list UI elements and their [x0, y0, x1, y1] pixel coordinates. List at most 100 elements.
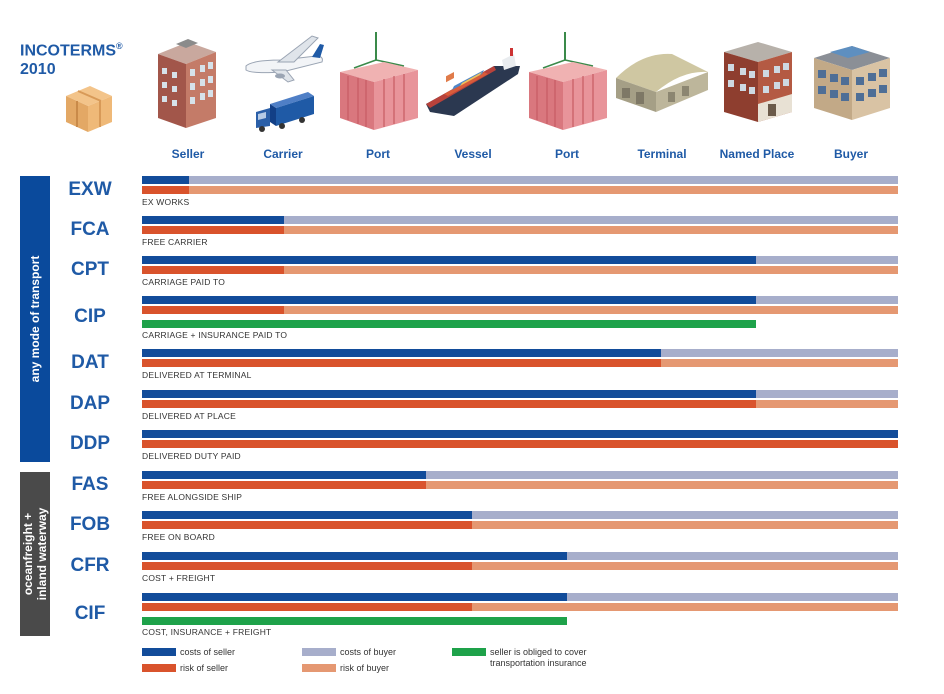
title-line1: INCOTERMS	[20, 42, 116, 60]
term-code-cif: CIF	[74, 603, 106, 624]
insurance-bar-cip	[142, 320, 756, 328]
term-code-exw: EXW	[68, 179, 112, 200]
cost-buyer-bar-dap	[756, 390, 898, 398]
risk-buyer-bar-fas	[426, 481, 898, 489]
cost-seller-bar-cif	[142, 593, 567, 601]
cost-seller-bar-cpt	[142, 256, 756, 264]
term-code-cfr: CFR	[70, 555, 110, 576]
term-code-cpt: CPT	[71, 259, 109, 280]
legend-swatch-cost-buyer	[302, 648, 336, 656]
registered-mark: ®	[116, 41, 123, 51]
legend-text-cost-buyer: costs of buyer	[340, 647, 397, 657]
cost-buyer-bar-fca	[284, 216, 898, 224]
risk-buyer-bar-exw	[189, 186, 898, 194]
truck-icon	[256, 92, 314, 132]
seller-building-icon	[158, 39, 216, 128]
risk-seller-bar-dap	[142, 400, 756, 408]
term-name-ddp: DELIVERED DUTY PAID	[142, 451, 241, 461]
risk-seller-bar-cfr	[142, 562, 472, 570]
legend-text-risk-seller: risk of seller	[180, 663, 229, 673]
risk-seller-bar-exw	[142, 186, 189, 194]
risk-seller-bar-dat	[142, 359, 661, 367]
term-code-dat: DAT	[71, 352, 109, 373]
risk-buyer-bar-cpt	[284, 266, 898, 274]
title-line2: 2010	[20, 61, 56, 79]
term-name-dap: DELIVERED AT PLACE	[142, 411, 236, 421]
location-label-carrier: Carrier	[263, 147, 303, 161]
cost-seller-bar-dat	[142, 349, 661, 357]
risk-seller-bar-fas	[142, 481, 426, 489]
page-title: INCOTERMS® 2010	[20, 37, 123, 79]
location-label-vessel: Vessel	[454, 147, 492, 161]
named-place-building-icon	[724, 42, 792, 122]
term-code-cip: CIP	[74, 306, 106, 327]
cost-buyer-bar-fas	[426, 471, 898, 479]
legend-text-risk-buyer: risk of buyer	[340, 663, 390, 673]
term-name-exw: EX WORKS	[142, 197, 190, 207]
port-container-icon-2	[529, 32, 607, 130]
location-label-buyer: Buyer	[833, 147, 868, 161]
term-name-fob: FREE ON BOARD	[142, 532, 215, 542]
vessel-ship-icon	[426, 48, 520, 116]
cost-seller-bar-cfr	[142, 552, 567, 560]
group-band-oceanfreight: oceanfreight +inland waterway	[20, 472, 50, 636]
risk-buyer-bar-cif	[472, 603, 898, 611]
airplane-icon	[245, 35, 324, 83]
cost-buyer-bar-cfr	[567, 552, 898, 560]
location-label-port: Port	[366, 147, 390, 161]
term-name-fca: FREE CARRIER	[142, 237, 208, 247]
legend-swatch-insurance	[452, 648, 486, 656]
cost-buyer-bar-cip	[756, 296, 898, 304]
insurance-bar-cif	[142, 617, 567, 625]
term-name-dat: DELIVERED AT TERMINAL	[142, 370, 252, 380]
legend-swatch-cost-seller	[142, 648, 176, 656]
risk-seller-bar-fca	[142, 226, 284, 234]
term-name-cif: COST, INSURANCE + FREIGHT	[142, 627, 272, 637]
risk-seller-bar-fob	[142, 521, 472, 529]
cost-seller-bar-fas	[142, 471, 426, 479]
term-code-fob: FOB	[69, 514, 111, 535]
term-code-fca: FCA	[70, 219, 110, 240]
cost-buyer-bar-dat	[661, 349, 898, 357]
cost-buyer-bar-fob	[472, 511, 898, 519]
location-label-terminal: Terminal	[637, 147, 687, 161]
group-label-any-mode: any mode of transport	[28, 255, 42, 383]
legend-text-insurance-line2: transportation insurance	[490, 658, 587, 668]
term-code-fas: FAS	[71, 474, 109, 495]
term-name-cip: CARRIAGE + INSURANCE PAID TO	[142, 330, 288, 340]
term-code-ddp: DDP	[69, 433, 111, 454]
cost-buyer-bar-cpt	[756, 256, 898, 264]
risk-buyer-bar-dat	[661, 359, 898, 367]
cost-seller-bar-fca	[142, 216, 284, 224]
package-box-icon	[66, 86, 112, 132]
legend-text-cost-seller: costs of seller	[180, 647, 236, 657]
legend-text-insurance-line1: seller is obliged to cover	[490, 647, 587, 657]
buyer-building-icon	[814, 46, 890, 120]
cost-seller-bar-cip	[142, 296, 756, 304]
location-label-port-2: Port	[555, 147, 579, 161]
group-label-oceanfreight-line1: oceanfreight +	[21, 512, 35, 596]
legend-swatch-risk-buyer	[302, 664, 336, 672]
risk-buyer-bar-fca	[284, 226, 898, 234]
cost-seller-bar-exw	[142, 176, 189, 184]
cost-seller-bar-ddp	[142, 430, 898, 438]
term-name-fas: FREE ALONGSIDE SHIP	[142, 492, 243, 502]
location-label-named-place: Named Place	[719, 147, 795, 161]
risk-buyer-bar-cip	[284, 306, 898, 314]
cost-buyer-bar-exw	[189, 176, 898, 184]
risk-seller-bar-cif	[142, 603, 472, 611]
legend-swatch-risk-seller	[142, 664, 176, 672]
risk-buyer-bar-fob	[472, 521, 898, 529]
group-label-oceanfreight-line2: inland waterway	[35, 507, 49, 601]
group-label-oceanfreight: oceanfreight +inland waterway	[21, 508, 49, 601]
port-container-icon	[340, 32, 418, 130]
cost-seller-bar-dap	[142, 390, 756, 398]
term-code-dap: DAP	[69, 393, 111, 414]
term-name-cfr: COST + FREIGHT	[142, 573, 216, 583]
risk-seller-bar-cip	[142, 306, 284, 314]
risk-seller-bar-cpt	[142, 266, 284, 274]
risk-buyer-bar-cfr	[472, 562, 898, 570]
term-name-cpt: CARRIAGE PAID TO	[142, 277, 226, 287]
cost-buyer-bar-cif	[567, 593, 898, 601]
risk-buyer-bar-dap	[756, 400, 898, 408]
